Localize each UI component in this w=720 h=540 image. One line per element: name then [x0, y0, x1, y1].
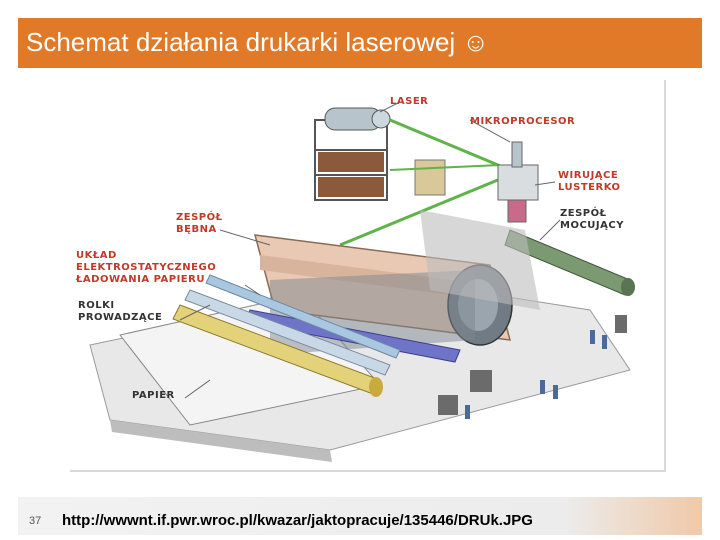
label-zespol-bebna-line2: BĘBNA — [176, 224, 217, 235]
laser-unit — [315, 108, 445, 200]
label-wirujace-line2: LUSTERKO — [558, 182, 621, 193]
printer-illustration: LASER MIKROPROCESOR WIRUJĄCE LUSTERKO ZE… — [70, 80, 664, 470]
label-zespol-mocujacy-line2: MOCUJĄCY — [560, 220, 624, 231]
label-papier: PAPIER — [132, 390, 175, 401]
label-wirujace-line1: WIRUJĄCE — [558, 170, 618, 181]
page-number: 37 — [29, 515, 41, 527]
label-mikroprocesor: MIKROPROCESOR — [470, 116, 575, 127]
label-zespol-bebna-line1: ZESPÓŁ — [176, 210, 223, 223]
label-zespol-mocujacy-line1: ZESPÓŁ — [560, 206, 607, 219]
printer-diagram: LASER MIKROPROCESOR WIRUJĄCE LUSTERKO ZE… — [70, 80, 666, 472]
label-uklad-line3: ŁADOWANIA PAPIERU — [75, 274, 205, 285]
label-rolki-line1: ROLKI — [78, 300, 115, 311]
slide-title: Schemat działania drukarki laserowej ☺ — [26, 26, 489, 58]
source-url: http://wwwnt.if.pwr.wroc.pl/kwazar/jakto… — [62, 512, 533, 529]
label-rolki-line2: PROWADZĄCE — [78, 312, 162, 323]
label-uklad-line2: ELEKTROSTATYCZNEGO — [76, 262, 216, 273]
label-laser: LASER — [390, 96, 428, 107]
label-uklad-line1: UKŁAD — [76, 250, 117, 261]
rotating-mirror — [498, 142, 538, 222]
